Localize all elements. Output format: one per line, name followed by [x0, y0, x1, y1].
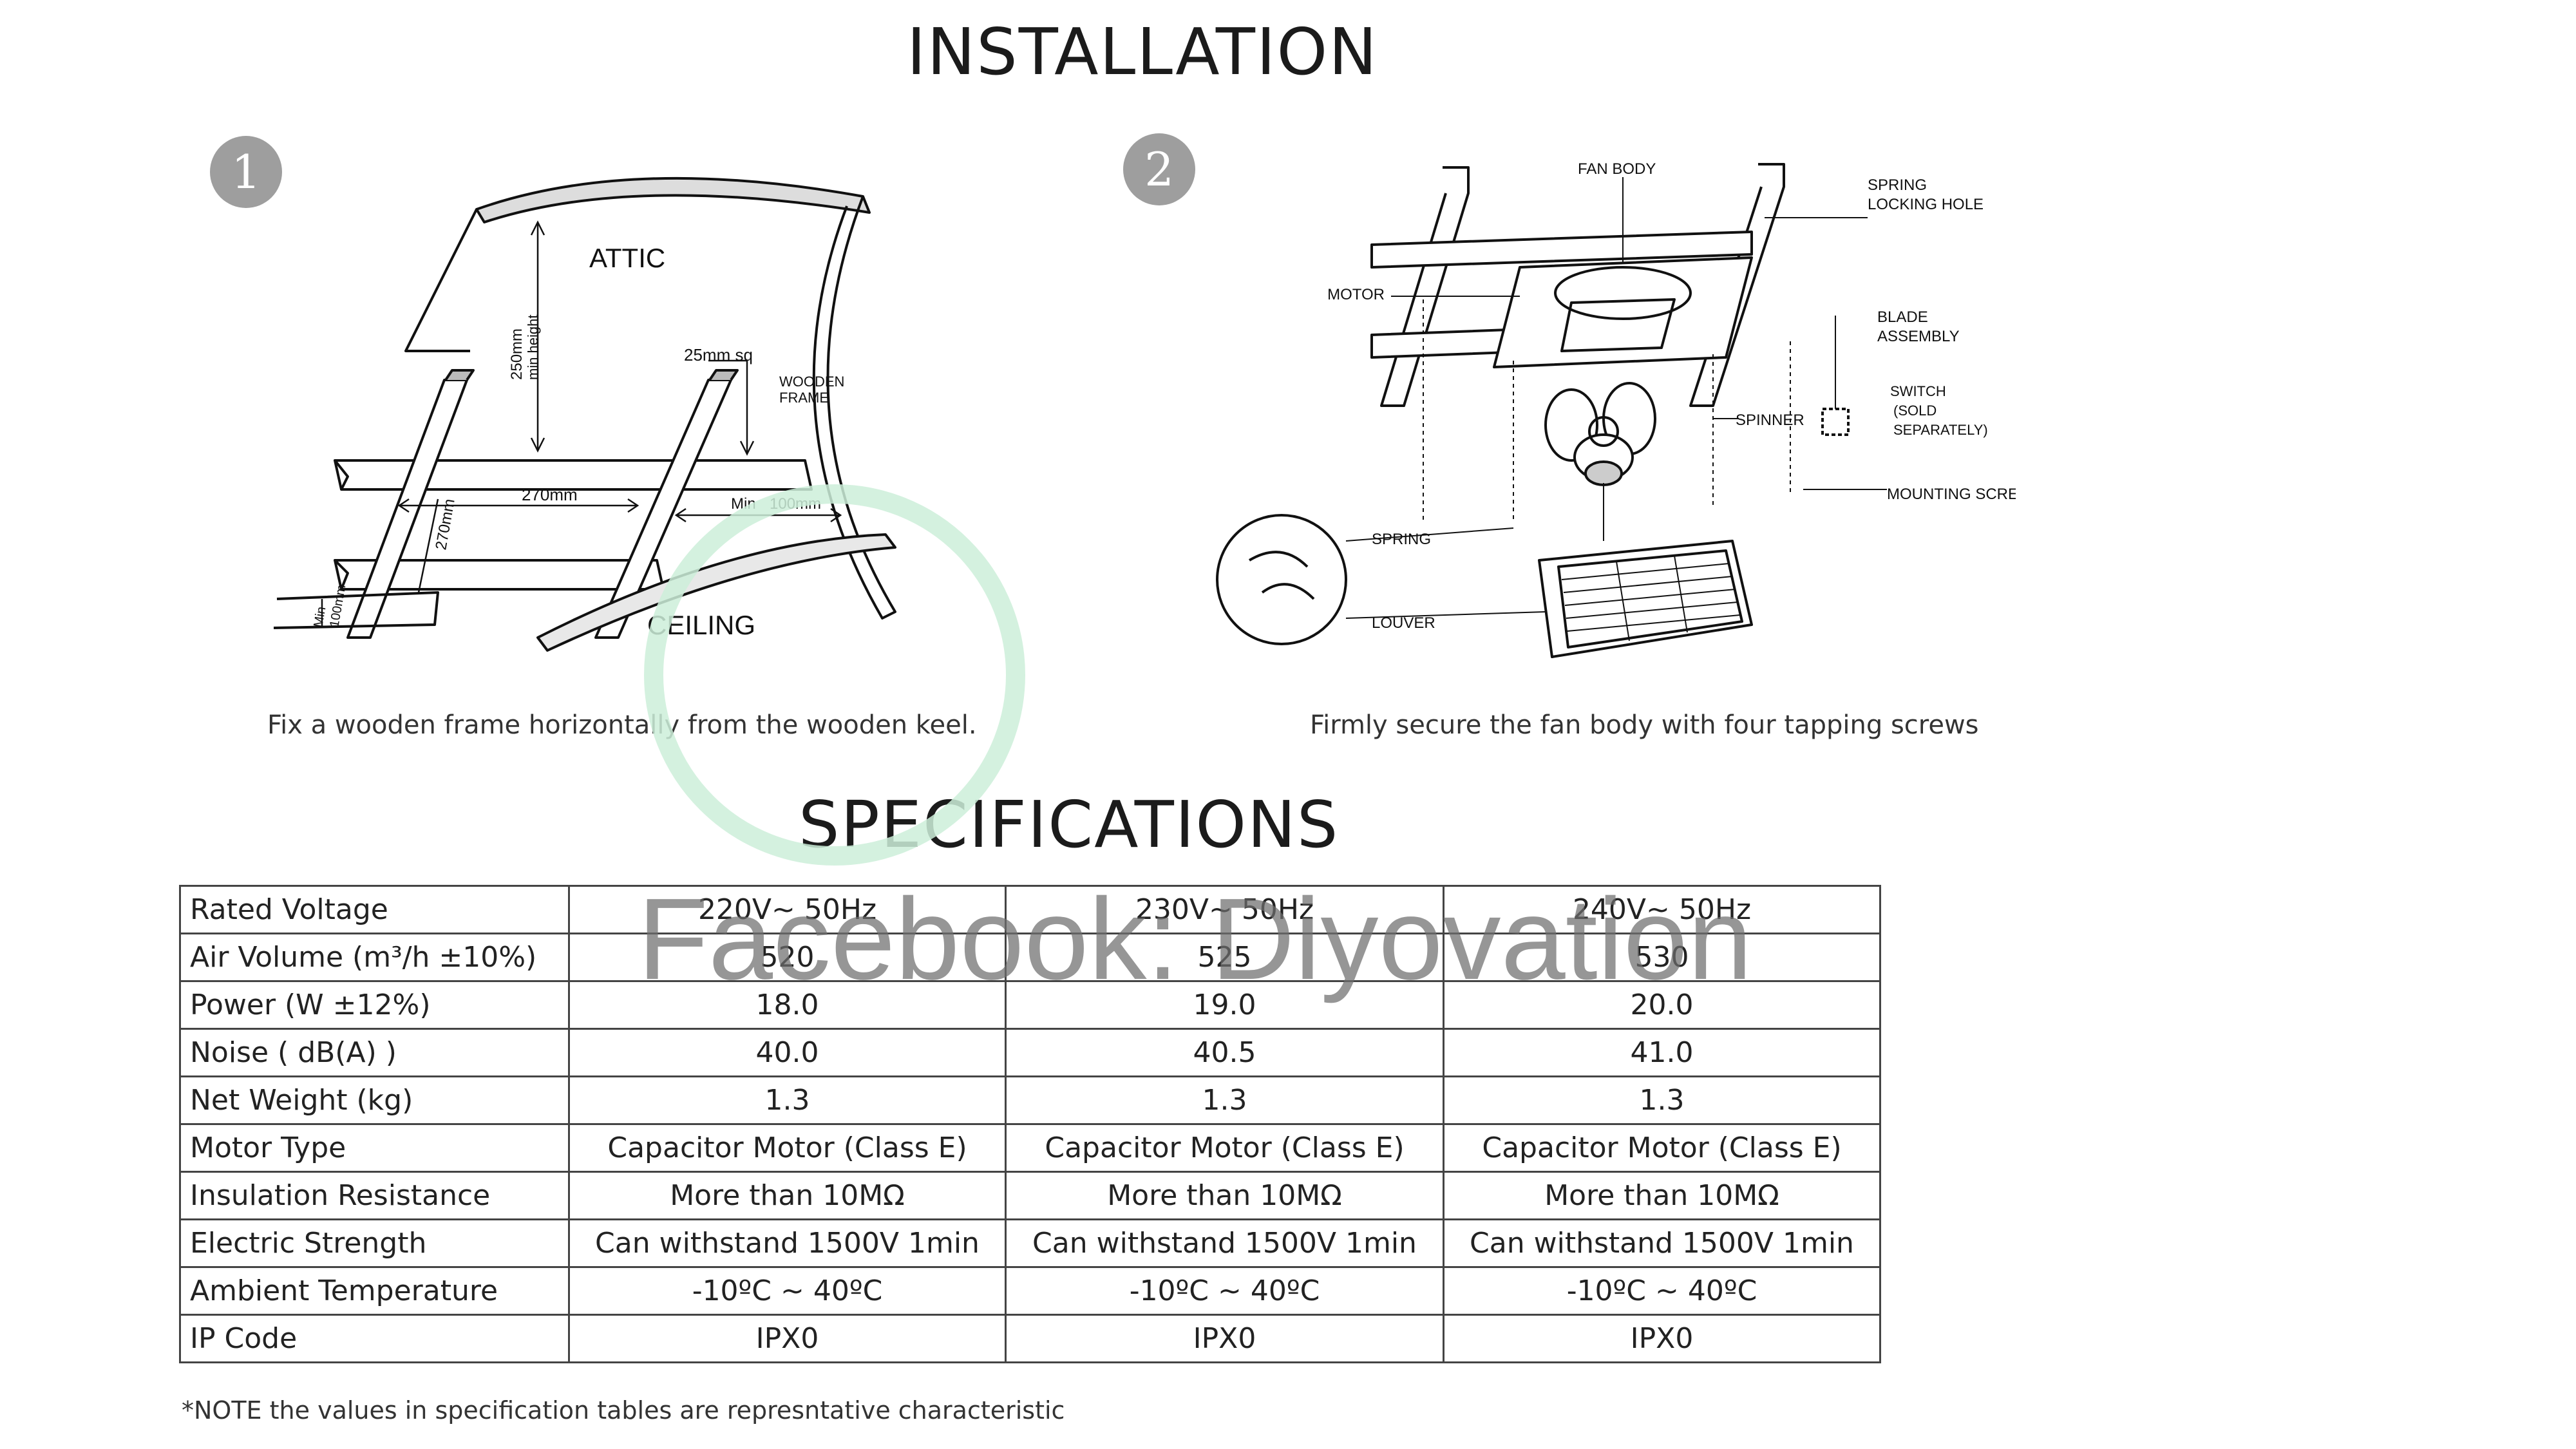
spec-label: Air Volume (m³/h ±10%) [179, 933, 570, 982]
spring-locking-label-1: SPRING [1868, 176, 1927, 194]
louver-label: LOUVER [1372, 614, 1435, 632]
watermark-facebook: Facebook: Diyovation [638, 875, 1752, 1004]
switch-label-2: (SOLD [1893, 402, 1937, 419]
table-row: Power (W ±12%) 18.0 19.0 20.0 [179, 980, 1881, 1030]
attic-label: ATTIC [589, 243, 665, 273]
spec-label: Electric Strength [179, 1218, 570, 1268]
spec-value: More than 10MΩ [568, 1171, 1007, 1220]
min-left-label: Min [311, 605, 328, 629]
spec-value: IPX0 [1443, 1314, 1881, 1363]
spec-value: Can withstand 1500V 1min [1005, 1218, 1444, 1268]
min-left-value-label: 100mm [327, 583, 348, 629]
step-1-badge: 1 [210, 136, 282, 208]
spec-value: More than 10MΩ [1443, 1171, 1881, 1220]
spec-value: 240V~ 50Hz [1443, 885, 1881, 934]
step-2-badge: 2 [1123, 133, 1195, 205]
spring-label: SPRING [1372, 531, 1431, 548]
spinner-label: SPINNER [1736, 412, 1804, 429]
specification-note: *NOTE the values in specification tables… [182, 1396, 1065, 1425]
height-label: 250mm [508, 328, 526, 380]
mounting-screw-label: MOUNTING SCREW 4pcs [1887, 486, 2016, 503]
spec-value: 525 [1005, 933, 1444, 982]
height-note-label: min height [525, 314, 541, 380]
motor-label: MOTOR [1327, 286, 1385, 303]
spec-value: 19.0 [1005, 980, 1444, 1030]
table-row: Noise ( dB(A) ) 40.0 40.5 41.0 [179, 1028, 1881, 1077]
spec-value: More than 10MΩ [1005, 1171, 1444, 1220]
spec-value: Can withstand 1500V 1min [1443, 1218, 1881, 1268]
spring-locking-label-2: LOCKING HOLE [1868, 196, 1984, 213]
watermark-logo [683, 554, 1571, 824]
spec-value: -10ºC ~ 40ºC [1005, 1266, 1444, 1316]
step-2-diagram: FAN BODY SPRING LOCKING HOLE MOTOR BLADE… [1216, 160, 2016, 658]
spec-value: 230V~ 50Hz [1005, 885, 1444, 934]
spec-value: 520 [568, 933, 1007, 982]
spec-label: Net Weight (kg) [179, 1075, 570, 1125]
specifications-table: Rated Voltage 220V~ 50Hz 230V~ 50Hz 240V… [179, 885, 1881, 1363]
spec-value: -10ºC ~ 40ºC [1443, 1266, 1881, 1316]
table-row: Motor Type Capacitor Motor (Class E) Cap… [179, 1123, 1881, 1173]
spec-label: Motor Type [179, 1123, 570, 1173]
blade-label-1: BLADE [1877, 308, 1928, 326]
fan-body-label: FAN BODY [1578, 160, 1656, 178]
table-row: Net Weight (kg) 1.3 1.3 1.3 [179, 1075, 1881, 1125]
spec-value: 220V~ 50Hz [568, 885, 1007, 934]
spec-value: 530 [1443, 933, 1881, 982]
spec-value: 1.3 [1005, 1075, 1444, 1125]
spec-value: 18.0 [568, 980, 1007, 1030]
table-row: Insulation Resistance More than 10MΩ Mor… [179, 1171, 1881, 1220]
spec-value: 40.5 [1005, 1028, 1444, 1077]
spec-value: 20.0 [1443, 980, 1881, 1030]
spec-label: Insulation Resistance [179, 1171, 570, 1220]
spec-value: 1.3 [568, 1075, 1007, 1125]
table-row: Rated Voltage 220V~ 50Hz 230V~ 50Hz 240V… [179, 885, 1881, 934]
spec-value: 40.0 [568, 1028, 1007, 1077]
installation-title: INSTALLATION [907, 14, 1378, 90]
spec-value: 41.0 [1443, 1028, 1881, 1077]
switch-label-3: SEPARATELY) [1893, 422, 1988, 438]
spec-value: IPX0 [568, 1314, 1007, 1363]
frame-label-2: FRAME [779, 390, 829, 406]
spec-label: Noise ( dB(A) ) [179, 1028, 570, 1077]
spec-value: 1.3 [1443, 1075, 1881, 1125]
spec-label: Ambient Temperature [179, 1266, 570, 1316]
table-row: Air Volume (m³/h ±10%) 520 525 530 [179, 933, 1881, 982]
spec-value: Capacitor Motor (Class E) [1005, 1123, 1444, 1173]
blade-label-2: ASSEMBLY [1877, 328, 1960, 345]
spec-value: -10ºC ~ 40ºC [568, 1266, 1007, 1316]
spec-value: Capacitor Motor (Class E) [1443, 1123, 1881, 1173]
spec-value: Can withstand 1500V 1min [568, 1218, 1007, 1268]
switch-label-1: SWITCH [1890, 383, 1946, 399]
spec-label: Rated Voltage [179, 885, 570, 934]
table-row: Electric Strength Can withstand 1500V 1m… [179, 1218, 1881, 1268]
spec-value: Capacitor Motor (Class E) [568, 1123, 1007, 1173]
table-row: IP Code IPX0 IPX0 IPX0 [179, 1314, 1881, 1363]
frame-label: WOODEN [779, 374, 844, 390]
spacing-label: 270mm [522, 485, 578, 504]
step-2-caption: Firmly secure the fan body with four tap… [1310, 710, 1979, 740]
spec-label: Power (W ±12%) [179, 980, 570, 1030]
spec-label: IP Code [179, 1314, 570, 1363]
sq-label: 25mm sq [684, 345, 753, 365]
spec-value: IPX0 [1005, 1314, 1444, 1363]
table-row: Ambient Temperature -10ºC ~ 40ºC -10ºC ~… [179, 1266, 1881, 1316]
